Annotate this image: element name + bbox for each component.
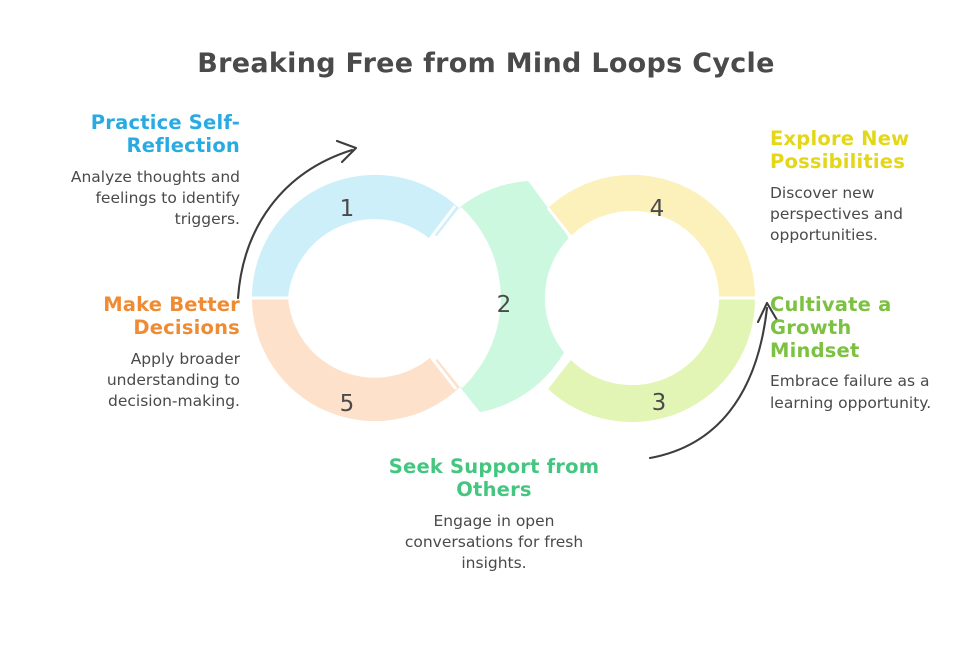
separator-2-3 xyxy=(545,354,575,389)
body-practice-self-reflection: Analyze thoughts and feelings to identif… xyxy=(70,167,240,228)
body-explore-new-possibilities: Discover new perspectives and opportunit… xyxy=(770,183,903,244)
body-make-better-decisions: Apply broader understanding to decision-… xyxy=(106,349,240,410)
label-make-better-decisions: Make Better Decisions Apply broader unde… xyxy=(92,293,240,412)
separator-5-2 xyxy=(429,356,458,390)
label-cultivate-a-growth-mindset: Cultivate a Growth Mindset Embrace failu… xyxy=(770,293,942,414)
heading-make-better-decisions: Make Better Decisions xyxy=(103,293,240,339)
label-explore-new-possibilities: Explore New Possibilities Discover new p… xyxy=(770,127,948,246)
separator-2-4 xyxy=(546,207,576,242)
segment-number-3: 3 xyxy=(652,390,667,416)
donut-segment-2-left-hole xyxy=(433,207,501,388)
heading-explore-new-possibilities: Explore New Possibilities xyxy=(770,127,910,173)
segment-number-4: 4 xyxy=(650,196,665,222)
segment-number-2: 2 xyxy=(497,292,512,318)
arrow-left-counterclockwise xyxy=(236,139,358,300)
donut-segment-5-overlay xyxy=(252,298,456,420)
donut-segment-3[interactable] xyxy=(547,298,756,423)
body-seek-support-from-others: Engage in open conversations for fresh i… xyxy=(404,511,584,572)
donut-segment-4[interactable] xyxy=(548,174,756,298)
heading-practice-self-reflection: Practice Self-Reflection xyxy=(90,111,240,157)
body-cultivate-a-growth-mindset: Embrace failure as a learning opportunit… xyxy=(770,372,932,412)
segment-number-5: 5 xyxy=(340,391,355,417)
left-ring-hole xyxy=(288,211,462,385)
label-practice-self-reflection: Practice Self-Reflection Analyze thought… xyxy=(42,111,240,230)
segment-number-1: 1 xyxy=(340,196,355,222)
heading-seek-support-from-others: Seek Support from Others xyxy=(388,455,600,501)
page-title: Breaking Free from Mind Loops Cycle xyxy=(197,48,775,79)
arrow-right-counterclockwise xyxy=(648,301,779,460)
donut-segment-2-right-arc[interactable] xyxy=(459,181,581,412)
heading-cultivate-a-growth-mindset: Cultivate a Growth Mindset xyxy=(770,293,892,362)
separator-1-2 xyxy=(428,205,457,240)
donut-segment-1-overlay xyxy=(252,176,455,298)
label-seek-support-from-others: Seek Support from Others Engage in open … xyxy=(380,455,608,574)
right-ring-hole xyxy=(545,211,719,385)
